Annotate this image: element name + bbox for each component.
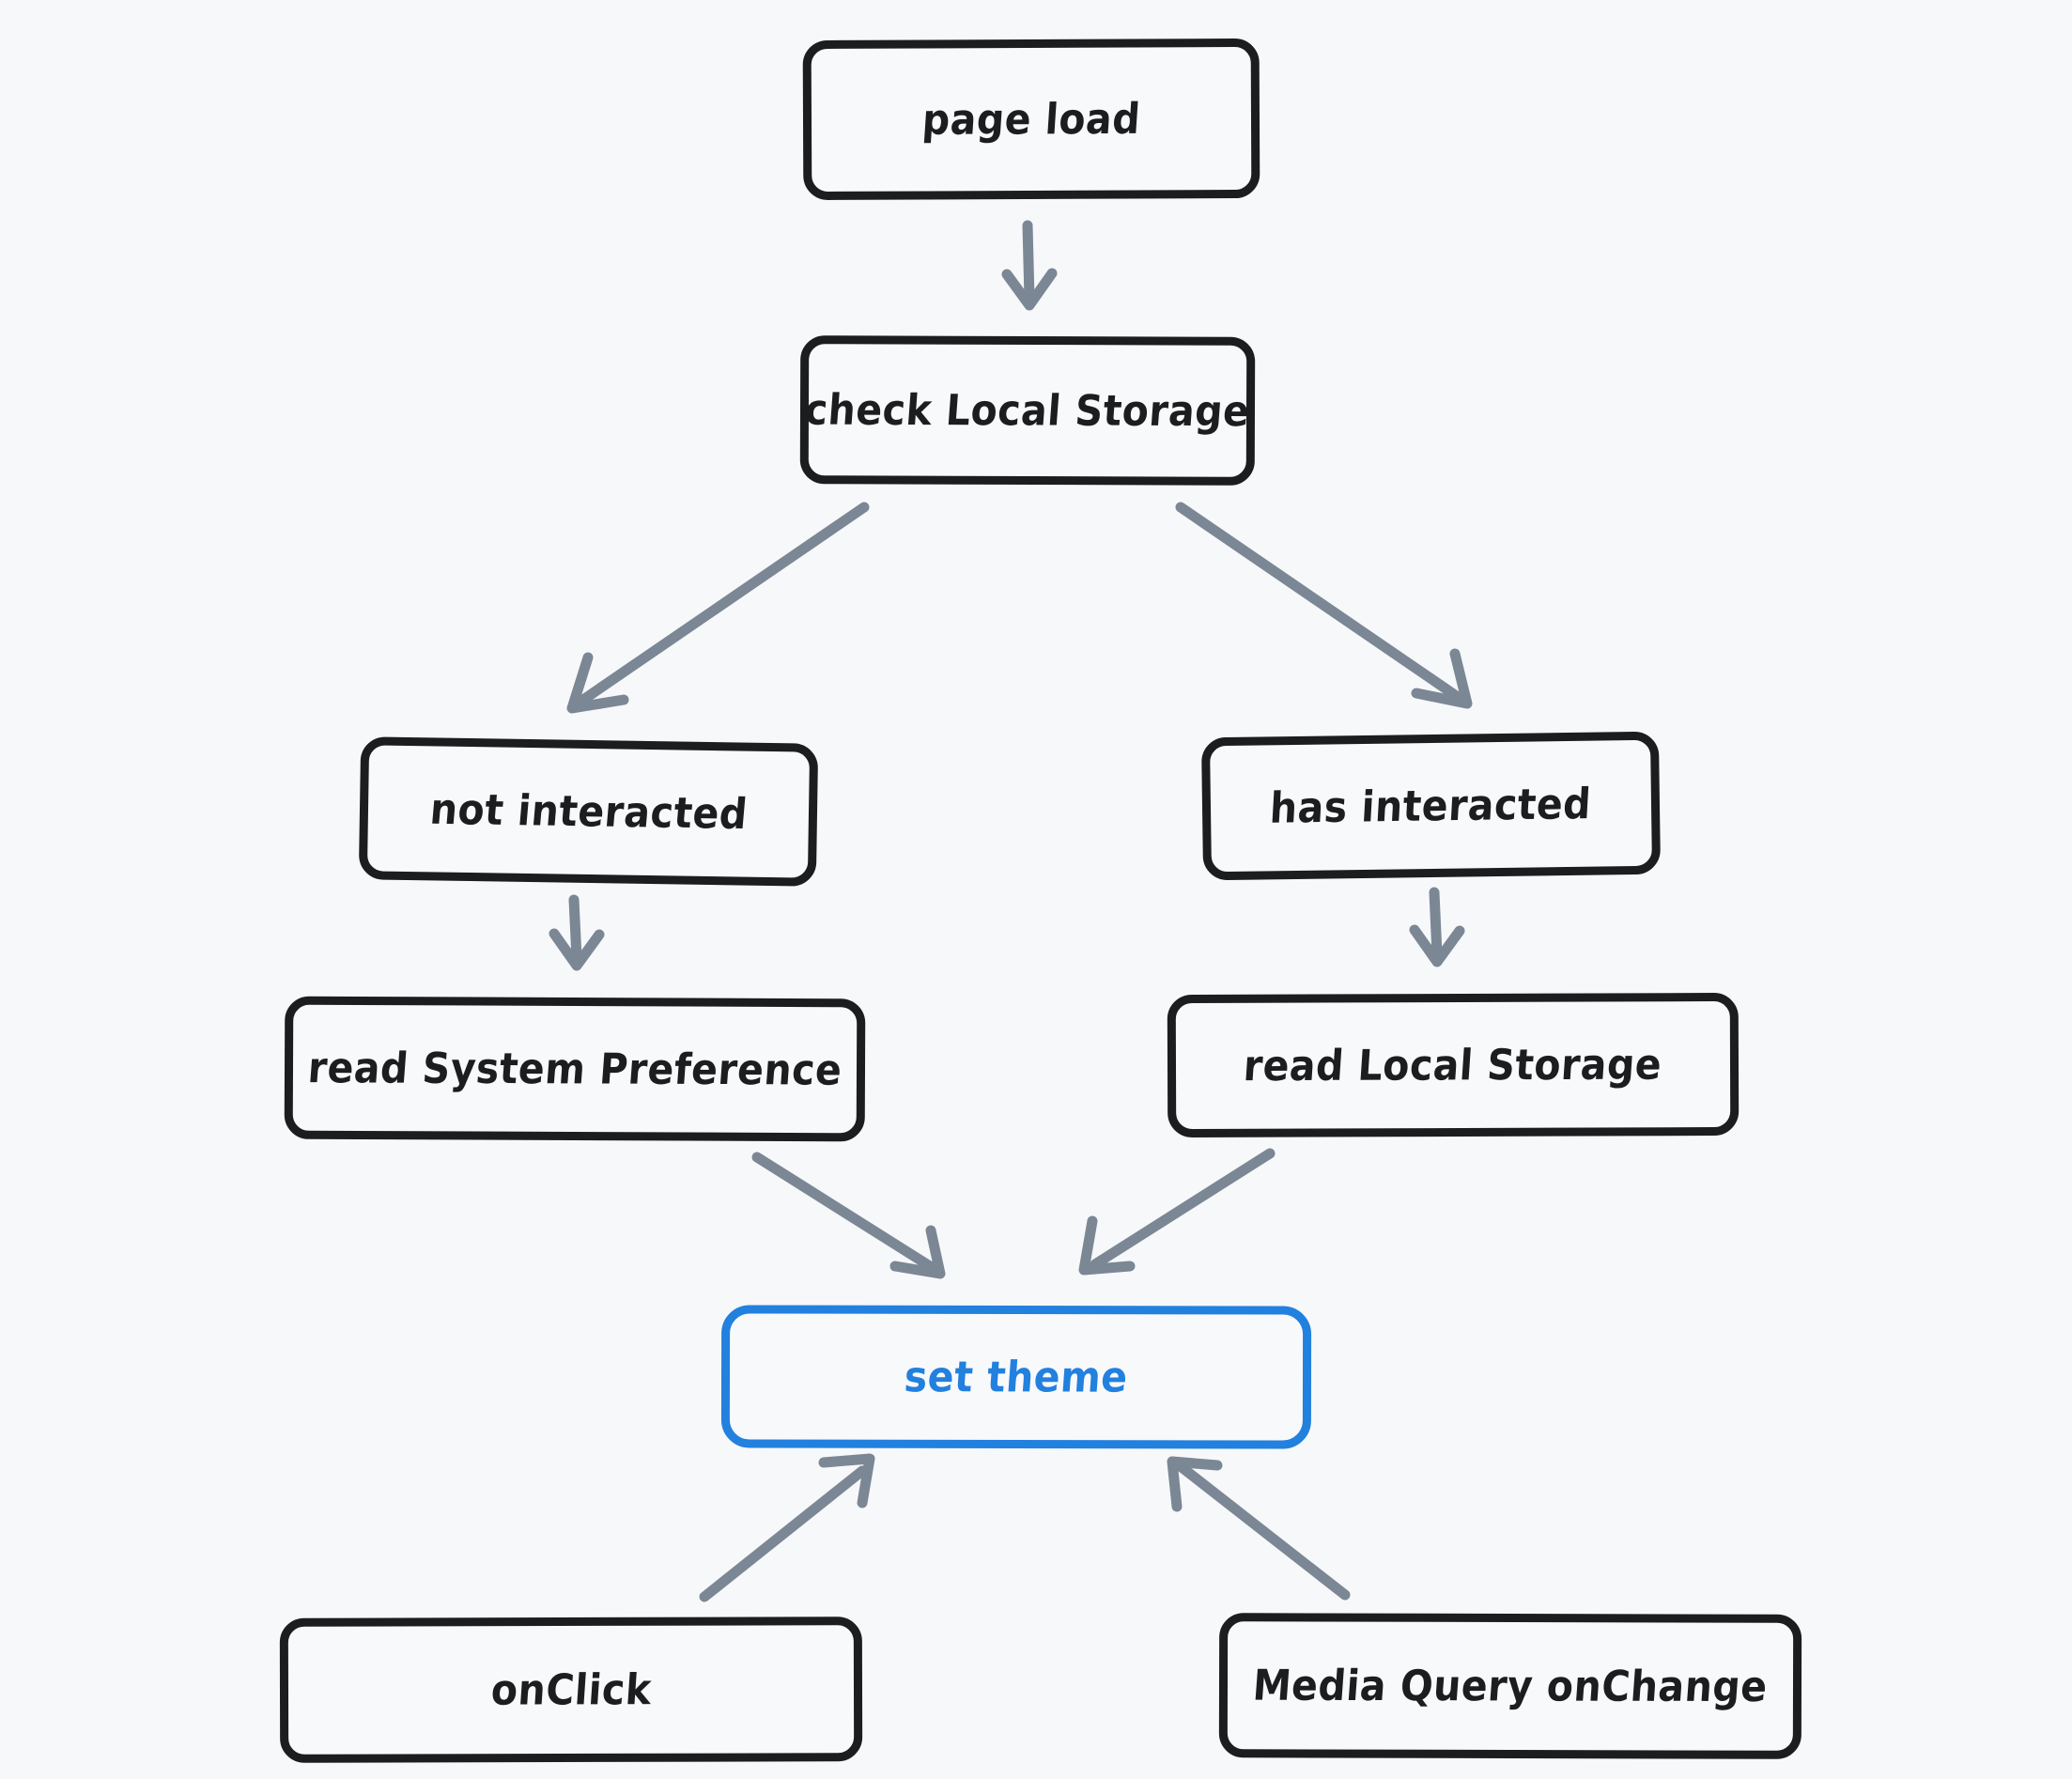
node-check-local-storage[interactable]: check Local Storage (799, 335, 1256, 486)
node-onclick-label: onClick (488, 1664, 654, 1715)
node-read-system-preference[interactable]: read System Preference (284, 996, 866, 1142)
node-read-local-storage[interactable]: read Local Storage (1167, 992, 1740, 1138)
edge-page-load-to-check-local-storage (1001, 220, 1058, 311)
edge-media-query-onchange-to-set-theme (1167, 1456, 1351, 1601)
edge-read-system-preference-to-set-theme (751, 1152, 946, 1279)
node-page-load-label: page load (920, 94, 1142, 145)
edge-has-interacted-to-read-local-storage (1409, 887, 1465, 967)
node-set-theme-label: set theme (903, 1352, 1130, 1402)
edge-check-local-storage-to-not-interacted (566, 502, 870, 714)
edge-onclick-to-set-theme (699, 1453, 875, 1602)
node-onclick[interactable]: onClick (279, 1617, 863, 1763)
node-check-local-storage-label: check Local Storage (803, 384, 1252, 437)
node-media-query-onchange-label: Media Query onChange (1251, 1660, 1770, 1712)
edge-not-interacted-to-read-system-preference (549, 894, 605, 971)
node-not-interacted-label: not interacted (427, 783, 750, 840)
node-media-query-onchange[interactable]: Media Query onChange (1218, 1613, 1802, 1759)
node-has-interacted[interactable]: has interacted (1200, 731, 1662, 881)
node-set-theme[interactable]: set theme (720, 1305, 1312, 1449)
node-read-system-preference-label: read System Preference (305, 1043, 844, 1095)
node-not-interacted[interactable]: not interacted (358, 736, 819, 887)
node-has-interacted-label: has interacted (1268, 779, 1594, 833)
node-read-local-storage-label: read Local Storage (1242, 1039, 1664, 1091)
node-page-load[interactable]: page load (802, 38, 1260, 201)
edge-check-local-storage-to-has-interacted (1175, 502, 1473, 709)
edge-read-local-storage-to-set-theme (1078, 1148, 1276, 1276)
